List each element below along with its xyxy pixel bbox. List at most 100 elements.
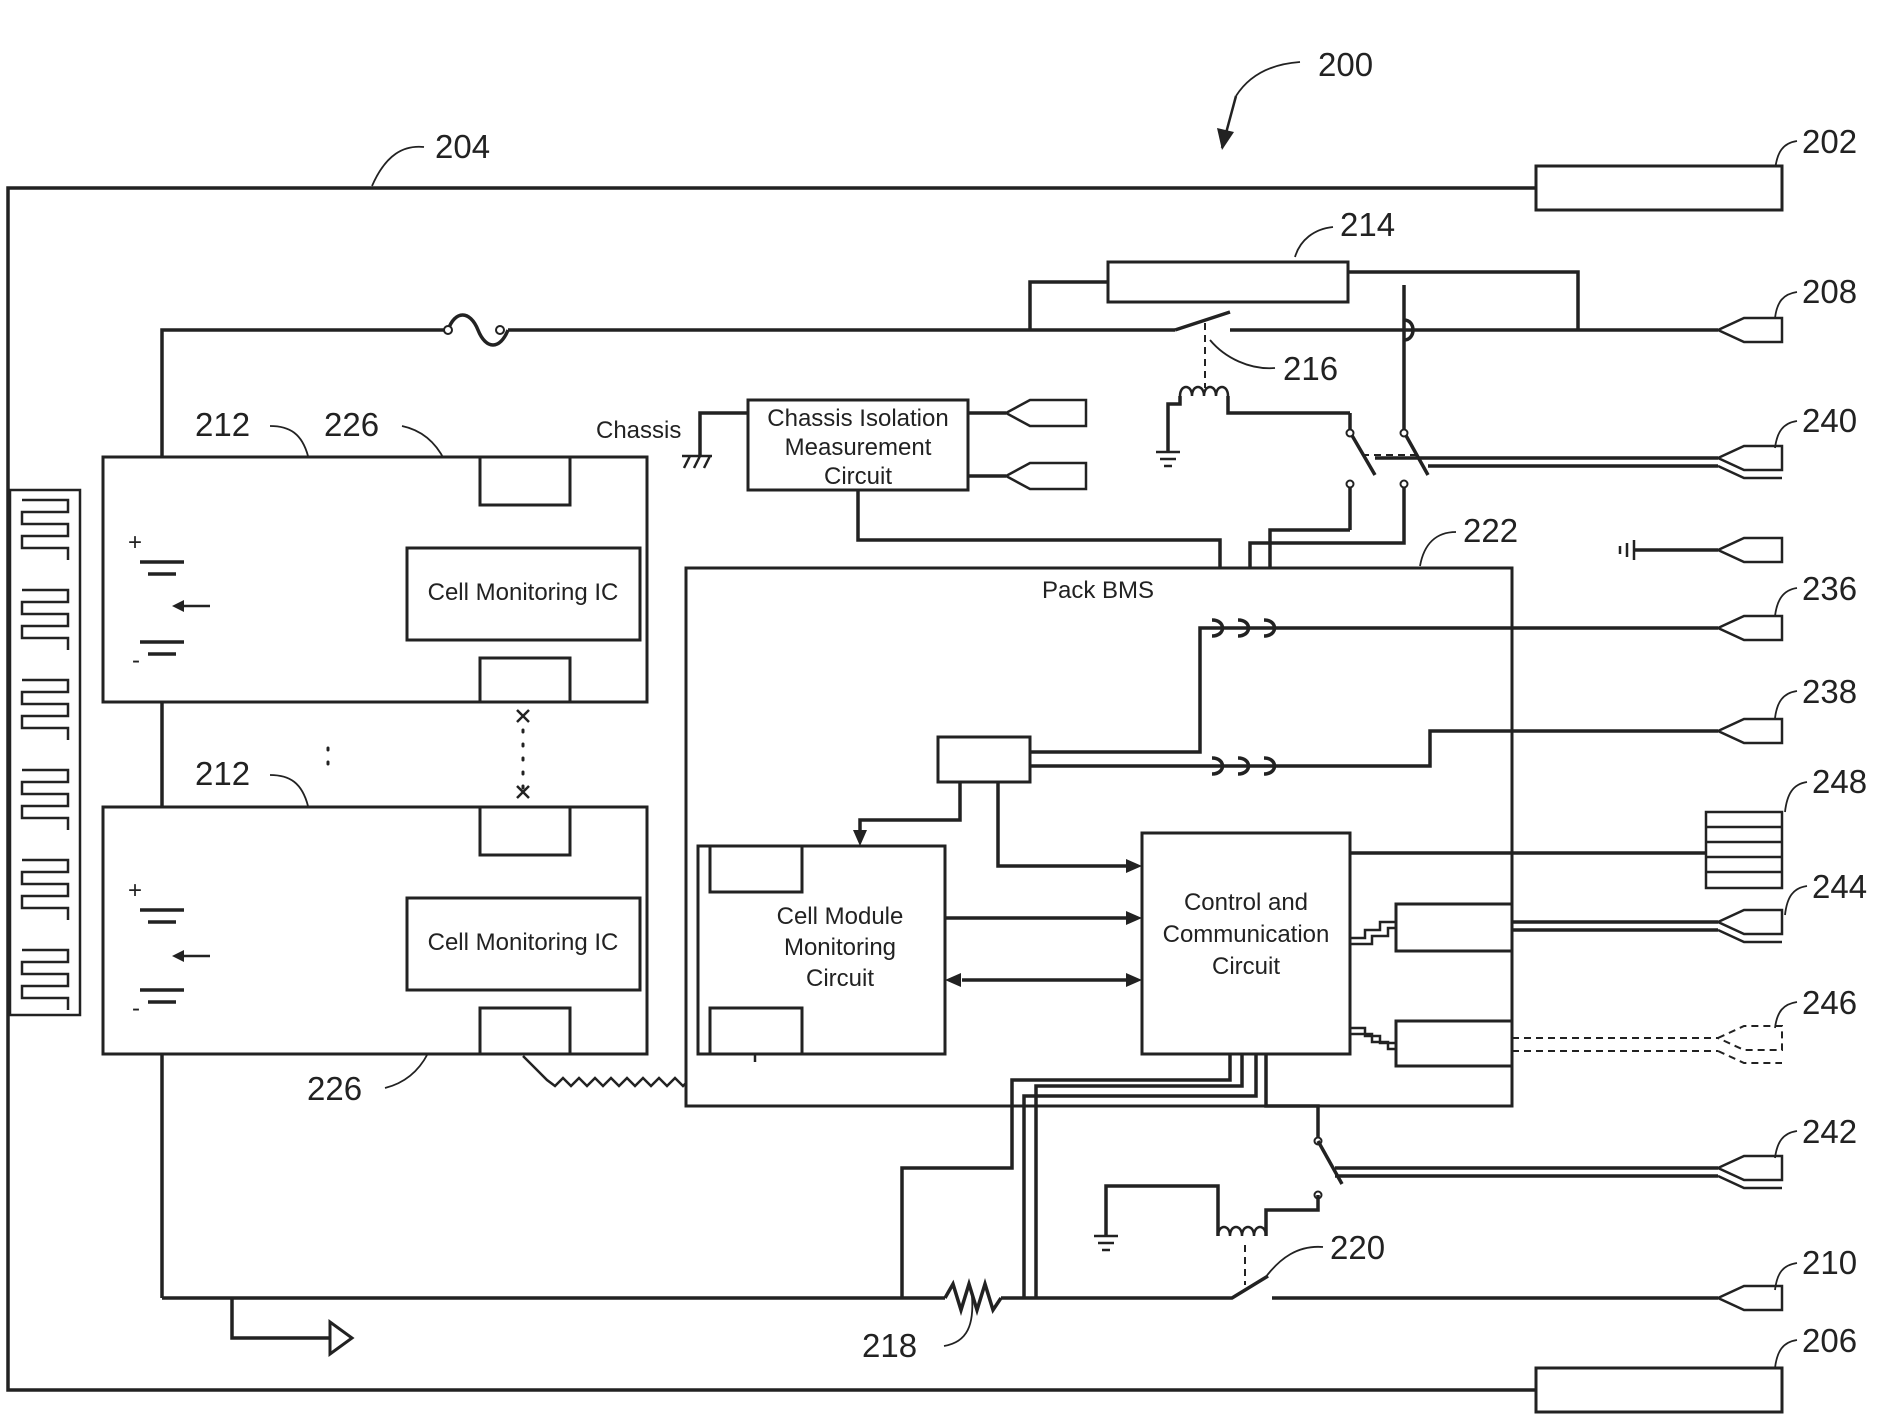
leader-212-lower bbox=[270, 775, 308, 806]
cmm-label-2: Monitoring bbox=[784, 934, 896, 961]
cmm-connector-bottom bbox=[710, 1008, 802, 1054]
terminal-242 bbox=[1718, 1156, 1782, 1188]
ref-204: 204 bbox=[435, 128, 490, 165]
terminal-206 bbox=[1536, 1368, 1782, 1412]
terminal-238 bbox=[1718, 719, 1782, 743]
main-switch-216 bbox=[1175, 312, 1718, 330]
ref-226-upper: 226 bbox=[324, 406, 379, 443]
precharge-contactor-214 bbox=[1108, 262, 1348, 302]
ref-216: 216 bbox=[1283, 350, 1338, 387]
terminal-248-pins bbox=[1706, 827, 1782, 872]
terminal-246 bbox=[1718, 1026, 1782, 1063]
ref-218: 218 bbox=[862, 1327, 917, 1364]
relay-240-b-contact-bottom bbox=[1401, 481, 1408, 488]
chassis-isolation-label-1: Chassis Isolation bbox=[767, 405, 948, 432]
coil-216-ground-wire bbox=[1168, 396, 1180, 452]
leader-206 bbox=[1775, 1340, 1797, 1368]
block-230 bbox=[938, 737, 1030, 782]
leader-204 bbox=[372, 147, 424, 186]
contactor-bypass-left bbox=[1030, 282, 1108, 330]
terminal-210 bbox=[1718, 1286, 1782, 1310]
wires-246 bbox=[1512, 1038, 1718, 1051]
ctrl-label-3: Circuit bbox=[1212, 953, 1280, 980]
cell-minus-lower: - bbox=[132, 995, 140, 1022]
terminal-244 bbox=[1718, 910, 1782, 942]
chassis-wire bbox=[700, 413, 748, 456]
cell-plus-lower: + bbox=[128, 877, 142, 904]
chassis-ground-symbol bbox=[682, 456, 712, 468]
ref-240: 240 bbox=[1802, 402, 1857, 439]
interface-block-244 bbox=[1396, 904, 1512, 951]
ground-terminal-symbol bbox=[1620, 540, 1634, 560]
cooling-plate-frame bbox=[10, 490, 80, 1015]
cell-monitoring-ic-upper-label: Cell Monitoring IC bbox=[428, 579, 619, 606]
contactor-bypass-right bbox=[1348, 272, 1578, 330]
module-connector-lower-top bbox=[480, 807, 570, 855]
leader-220 bbox=[1265, 1247, 1323, 1278]
ref-208: 208 bbox=[1802, 273, 1857, 310]
cell-monitoring-ic-lower-label: Cell Monitoring IC bbox=[428, 929, 619, 956]
relay-coil-216 bbox=[1180, 387, 1228, 396]
coil-220-drive bbox=[1266, 1210, 1288, 1236]
isolation-output-wires bbox=[968, 413, 1006, 476]
ref-210: 210 bbox=[1802, 1244, 1857, 1281]
ref-200: 200 bbox=[1318, 46, 1373, 83]
ctrl-label-1: Control and bbox=[1184, 889, 1308, 916]
ground-symbol-coil-216 bbox=[1156, 452, 1180, 466]
ref-212-upper: 212 bbox=[195, 406, 250, 443]
cell-minus-upper: - bbox=[132, 647, 140, 674]
leader-240 bbox=[1775, 421, 1797, 448]
leader-248 bbox=[1785, 782, 1807, 812]
module-connector-upper-bottom bbox=[480, 658, 570, 702]
leader-244 bbox=[1785, 886, 1807, 915]
ref-226-lower: 226 bbox=[307, 1070, 362, 1107]
wires-242 bbox=[1335, 1168, 1718, 1176]
ref-222: 222 bbox=[1463, 512, 1518, 549]
chassis-label: Chassis bbox=[596, 417, 681, 444]
chassis-ground-arrow bbox=[330, 1322, 352, 1354]
ref-238: 238 bbox=[1802, 673, 1857, 710]
isolation-probe-lower bbox=[1006, 463, 1086, 489]
relay-240-a-contact-top bbox=[1347, 430, 1354, 437]
cell-module-lower: Cell Monitoring IC + - bbox=[103, 807, 755, 1086]
terminal-248 bbox=[1706, 812, 1782, 888]
cmm-label-1: Cell Module bbox=[777, 903, 904, 930]
ref-244: 244 bbox=[1812, 868, 1867, 905]
ref-206: 206 bbox=[1802, 1322, 1857, 1359]
relay-242-coil-wire bbox=[1288, 1195, 1318, 1210]
leader-238 bbox=[1775, 691, 1797, 718]
coil-216-drive-wire bbox=[1228, 396, 1350, 413]
interface-block-246 bbox=[1396, 1021, 1512, 1066]
chassis-isolation-label-3: Circuit bbox=[824, 463, 892, 490]
leader-212-upper bbox=[270, 426, 308, 456]
leader-246 bbox=[1775, 1002, 1797, 1028]
arrow-200-head bbox=[1217, 128, 1234, 150]
ref-202: 202 bbox=[1802, 123, 1857, 160]
isolation-probe-upper bbox=[1006, 400, 1086, 426]
cell-module-upper: Cell Monitoring IC + - bbox=[103, 457, 647, 702]
leader-222 bbox=[1420, 532, 1456, 566]
terminal-208 bbox=[1718, 318, 1782, 342]
ref-248: 248 bbox=[1812, 763, 1867, 800]
relay-240-a-contact-bottom bbox=[1347, 481, 1354, 488]
cell-plus-upper: + bbox=[128, 529, 142, 556]
relay-coil-220 bbox=[1218, 1227, 1266, 1236]
ctrl-label-2: Communication bbox=[1163, 921, 1330, 948]
fuse-terminal-right bbox=[496, 326, 504, 334]
coil-220-ground-wire bbox=[1106, 1186, 1218, 1236]
ground-symbol-coil-220 bbox=[1094, 1236, 1118, 1250]
relay-240-b-contact-top bbox=[1401, 430, 1408, 437]
ref-246: 246 bbox=[1802, 984, 1857, 1021]
leader-216 bbox=[1210, 340, 1275, 368]
chassis-isolation-label-2: Measurement bbox=[785, 434, 932, 461]
ref-214: 214 bbox=[1340, 206, 1395, 243]
wires-244 bbox=[1512, 922, 1718, 930]
module-connector-upper-top bbox=[480, 457, 570, 505]
ref-212-lower: 212 bbox=[195, 755, 250, 792]
ground-wire-bottom bbox=[232, 1298, 330, 1338]
cooling-plates bbox=[10, 490, 80, 1015]
terminal-ground bbox=[1718, 538, 1782, 562]
ref-236: 236 bbox=[1802, 570, 1857, 607]
terminal-202 bbox=[1536, 166, 1782, 210]
